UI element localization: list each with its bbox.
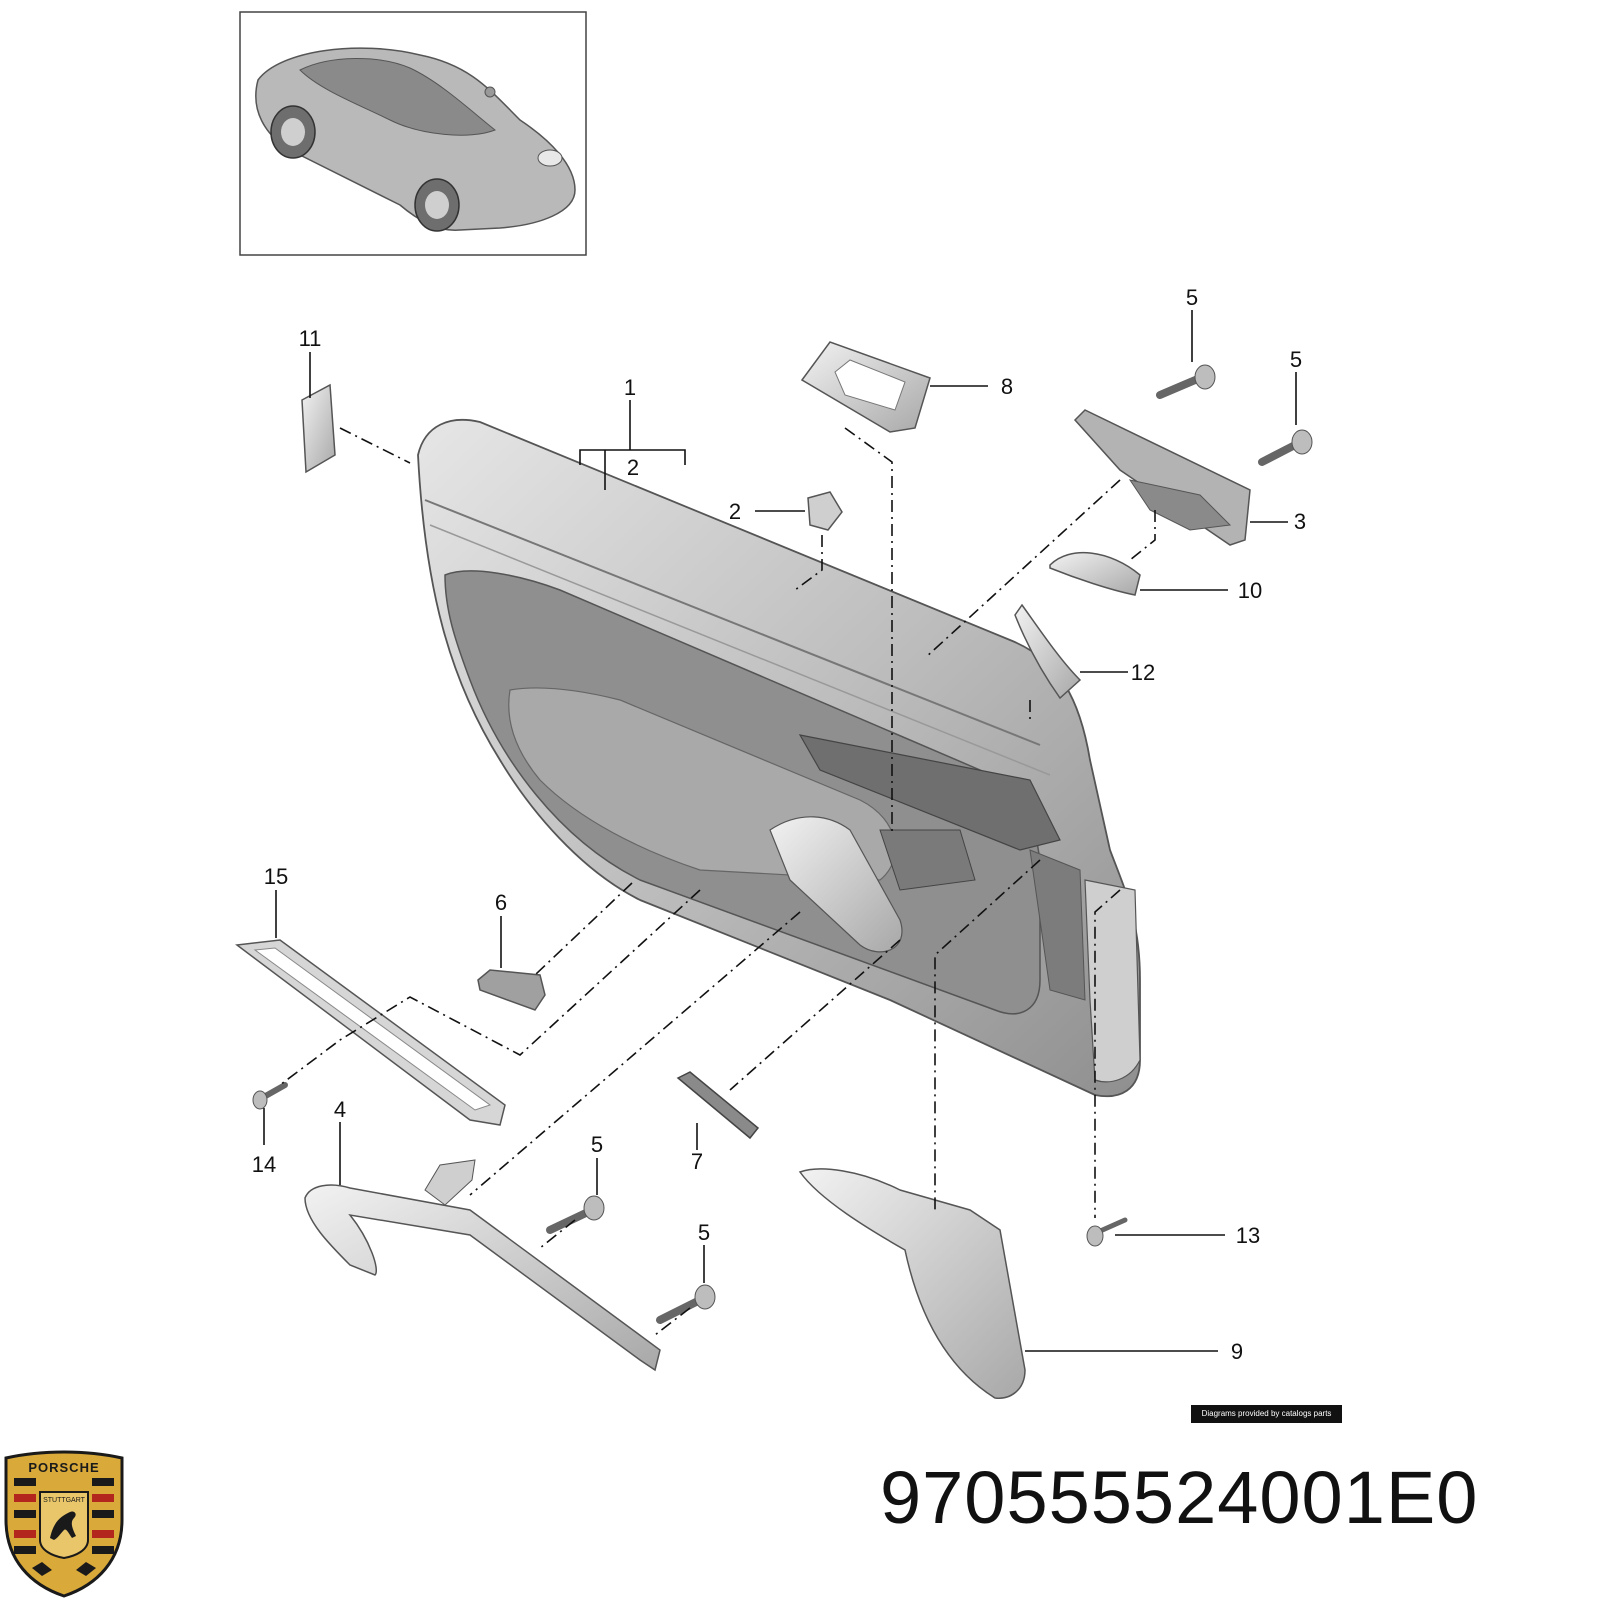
diagram-credit: Diagrams provided by catalogs parts bbox=[1191, 1405, 1342, 1423]
callout-9: 9 bbox=[1231, 1339, 1243, 1364]
callout-1: 1 bbox=[624, 375, 636, 400]
svg-text:STUTTGART: STUTTGART bbox=[43, 1497, 86, 1504]
screw-5-upper bbox=[1156, 364, 1216, 399]
part-4-armrest-rail bbox=[304, 1159, 661, 1372]
part-11-corner-cap bbox=[301, 383, 336, 474]
part-10-trim-strip bbox=[1049, 552, 1141, 596]
callout-3: 3 bbox=[1294, 509, 1306, 534]
callout-5-b: 5 bbox=[1290, 347, 1302, 372]
leader-lines bbox=[263, 310, 1297, 1352]
callout-7: 7 bbox=[691, 1149, 703, 1174]
callout-12: 12 bbox=[1131, 660, 1155, 685]
part-3-handle-bracket bbox=[1073, 409, 1251, 546]
callout-2-top: 2 bbox=[627, 455, 639, 480]
part-14-screw bbox=[252, 1082, 288, 1110]
callout-10: 10 bbox=[1238, 578, 1262, 603]
part-12-trim-piece bbox=[1014, 603, 1082, 700]
assembly-lines bbox=[279, 427, 1156, 1336]
vehicle-thumbnail bbox=[239, 11, 587, 256]
part-7-connector bbox=[676, 1071, 760, 1140]
callout-5-d: 5 bbox=[698, 1220, 710, 1245]
callout-4: 4 bbox=[334, 1097, 346, 1122]
part-15-trim-frame bbox=[235, 939, 506, 1126]
callout-6: 6 bbox=[495, 890, 507, 915]
callout-8: 8 bbox=[1001, 374, 1013, 399]
screw-5-right bbox=[1258, 429, 1313, 466]
callout-2-clip: 2 bbox=[729, 499, 741, 524]
part-8-switch-bezel bbox=[800, 341, 931, 433]
screw-5-lower-left bbox=[546, 1195, 605, 1234]
callout-5-a: 5 bbox=[1186, 285, 1198, 310]
part-13-clip bbox=[1086, 1217, 1128, 1247]
part-2-clip bbox=[807, 491, 843, 531]
callout-numbers: 1 2 2 3 4 5 5 5 5 6 7 8 9 10 11 12 13 14… bbox=[252, 285, 1306, 1364]
svg-text:PORSCHE: PORSCHE bbox=[28, 1460, 99, 1475]
screw-5-lower-right bbox=[656, 1284, 716, 1324]
part-6-switch bbox=[477, 969, 546, 1011]
part-number: 970555524001E0 bbox=[880, 1456, 1479, 1539]
door-trim-panel bbox=[417, 418, 1141, 1098]
callout-14: 14 bbox=[252, 1152, 276, 1177]
callout-15: 15 bbox=[264, 864, 288, 889]
car-illustration bbox=[255, 47, 576, 232]
porsche-crest-logo: PORSCHE STUTTGART bbox=[4, 1450, 124, 1598]
callout-13: 13 bbox=[1236, 1223, 1260, 1248]
callout-11: 11 bbox=[299, 326, 322, 351]
part-9-door-pocket bbox=[798, 1168, 1026, 1399]
callout-5-c: 5 bbox=[591, 1132, 603, 1157]
